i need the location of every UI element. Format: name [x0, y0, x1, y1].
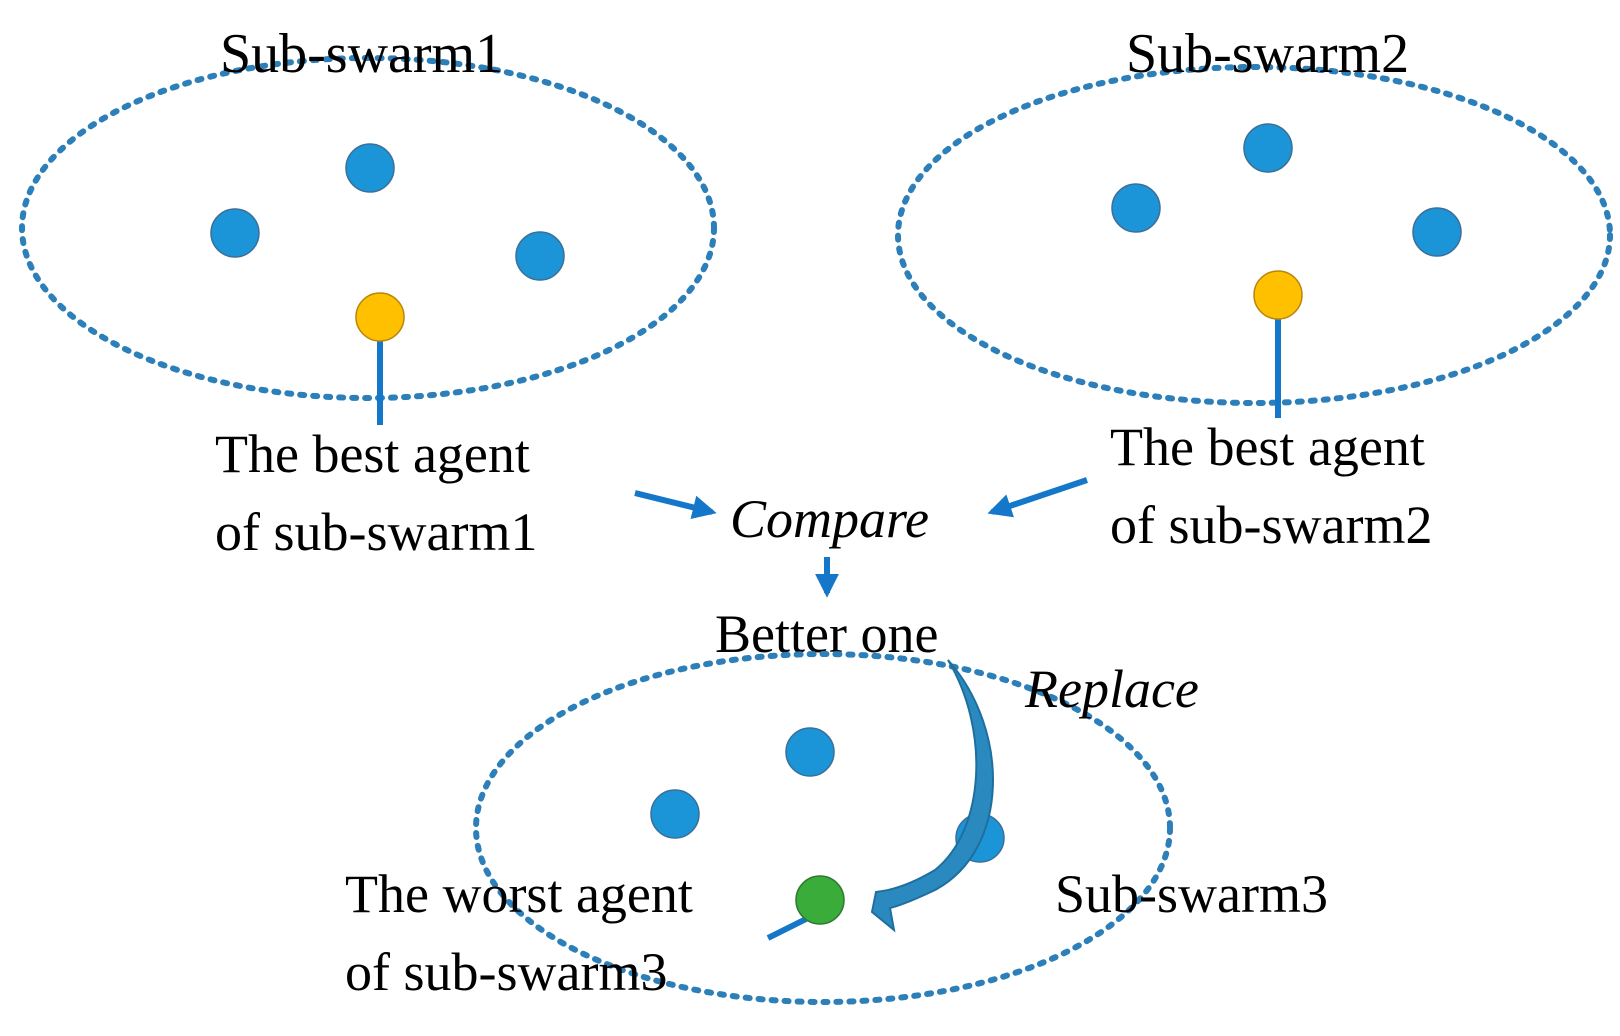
subswarm2-agent	[1111, 183, 1161, 233]
subswarm2-label: Sub-swarm2	[1126, 23, 1409, 85]
subswarm2-ellipse	[895, 64, 1613, 406]
subswarm2-agent	[1412, 207, 1462, 257]
subswarm1-agent	[210, 208, 260, 258]
subswarm2-best-agent-label-line2: of sub-swarm2	[1110, 495, 1432, 555]
subswarm2-best-agent-label-line1: The best agent	[1110, 417, 1425, 477]
subswarm1-label: Sub-swarm1	[220, 23, 503, 85]
subswarm3-label: Sub-swarm3	[1055, 864, 1328, 924]
subswarm3-agent	[650, 789, 700, 839]
subswarm3-worst-agent-label-line1: The worst agent	[345, 864, 693, 924]
arrow-to-compare-left	[634, 490, 717, 520]
subswarm1-ellipse	[19, 55, 717, 401]
subswarm2-agent	[1243, 123, 1293, 173]
subswarm1-best-agent-label-line1: The best agent	[215, 424, 530, 484]
subswarm1-best-agent	[355, 292, 405, 342]
subswarm3-worst-agent	[795, 875, 845, 925]
compare-label: Compare	[730, 489, 929, 549]
replace-label: Replace	[1024, 659, 1199, 719]
arrow-to-compare-right	[987, 477, 1088, 518]
subswarm3-worst-agent-pointer	[766, 913, 814, 941]
subswarm3-ellipse	[473, 651, 1173, 1005]
subswarm3-agent	[785, 727, 835, 777]
replace-arrow	[870, 659, 994, 933]
subswarm1-agent	[345, 143, 395, 193]
subswarm2-best-agent	[1253, 270, 1303, 320]
subswarm3-worst-agent-label-line2: of sub-swarm3	[345, 942, 667, 1002]
subswarm1-best-agent-label-line2: of sub-swarm1	[215, 502, 537, 562]
subswarm1-agent	[515, 231, 565, 281]
